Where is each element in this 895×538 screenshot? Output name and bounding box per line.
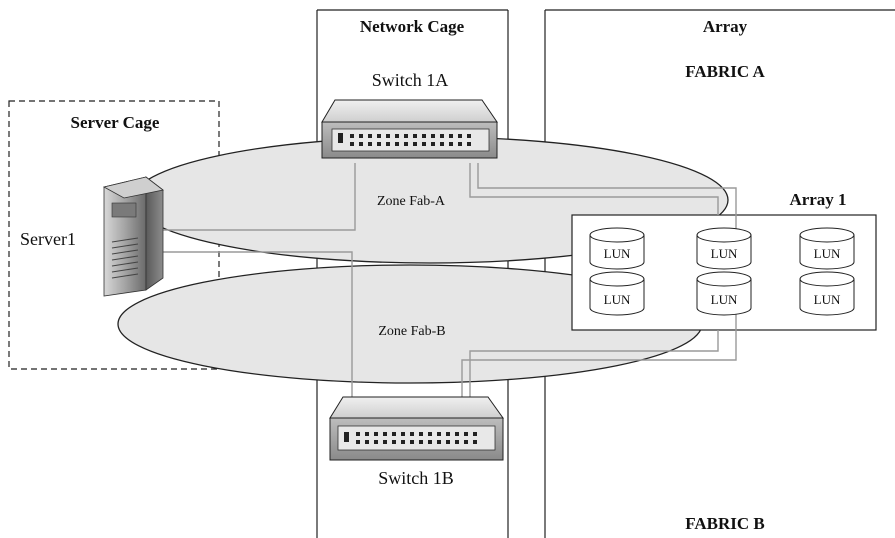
array-cage-title: Array (703, 17, 748, 36)
zone-fab-b-label: Zone Fab-B (378, 324, 445, 339)
switch-1a-label: Switch 1A (372, 70, 449, 90)
lun-label: LUN (711, 292, 738, 307)
server-1-label: Server1 (20, 229, 76, 249)
lun-disk: LUN (696, 271, 752, 316)
lun-label: LUN (711, 246, 738, 261)
lun-disk: LUN (589, 227, 645, 270)
switch-1a-ports (350, 134, 471, 146)
network-cage-title: Network Cage (360, 17, 465, 36)
lun-disk: LUN (696, 227, 752, 270)
lun-disk: LUN (799, 227, 855, 270)
switch-1a-icon (321, 99, 498, 159)
server-vent-icon (111, 237, 139, 279)
server-1-tower (102, 176, 164, 297)
fabric-b-cables (160, 251, 737, 400)
lun-label: LUN (814, 292, 841, 307)
lun-label: LUN (604, 292, 631, 307)
array-1-title: Array 1 (789, 190, 846, 209)
lun-disk: LUN (589, 271, 645, 316)
fabric-b-label: FABRIC B (685, 514, 765, 533)
zone-fab-a-label: Zone Fab-A (377, 194, 446, 209)
lun-disk: LUN (799, 271, 855, 316)
server-cage-title: Server Cage (71, 113, 160, 132)
switch-1b-ports (356, 432, 477, 444)
fabric-a-label: FABRIC A (685, 62, 765, 81)
fabric-a-cables (158, 163, 737, 240)
lun-label: LUN (604, 246, 631, 261)
switch-1b-label: Switch 1B (378, 468, 454, 488)
lun-label: LUN (814, 246, 841, 261)
switch-1b-icon (329, 396, 504, 461)
